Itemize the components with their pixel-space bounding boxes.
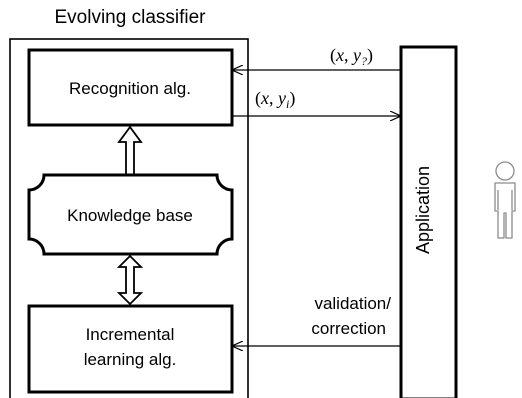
person-icon [494, 161, 516, 239]
answer-arrow-label: (x, yi) [255, 88, 295, 111]
knowledge-to-recognition-arrow [117, 125, 143, 175]
knowledge-base-box: Knowledge base [27, 173, 234, 256]
knowledge-incremental-double-arrow [116, 254, 144, 306]
recognition-alg-box: Recognition alg. [27, 48, 234, 127]
knowledge-base-label: Knowledge base [67, 206, 193, 225]
application-box: Application [399, 45, 458, 398]
recognition-alg-label: Recognition alg. [69, 79, 191, 98]
incremental-label-line2: learning alg. [84, 350, 177, 369]
feedback-label-line2: correction [311, 319, 386, 338]
incremental-label-line1: Incremental [86, 325, 175, 344]
evolving-classifier-container [9, 38, 249, 398]
feedback-label-line1: validation/ [314, 294, 391, 313]
application-label: Application [413, 166, 433, 254]
diagram-title: Evolving classifier [55, 7, 207, 28]
query-arrow-label: (x, y?) [330, 45, 373, 68]
incremental-learning-box: Incremental learning alg. [27, 304, 234, 394]
